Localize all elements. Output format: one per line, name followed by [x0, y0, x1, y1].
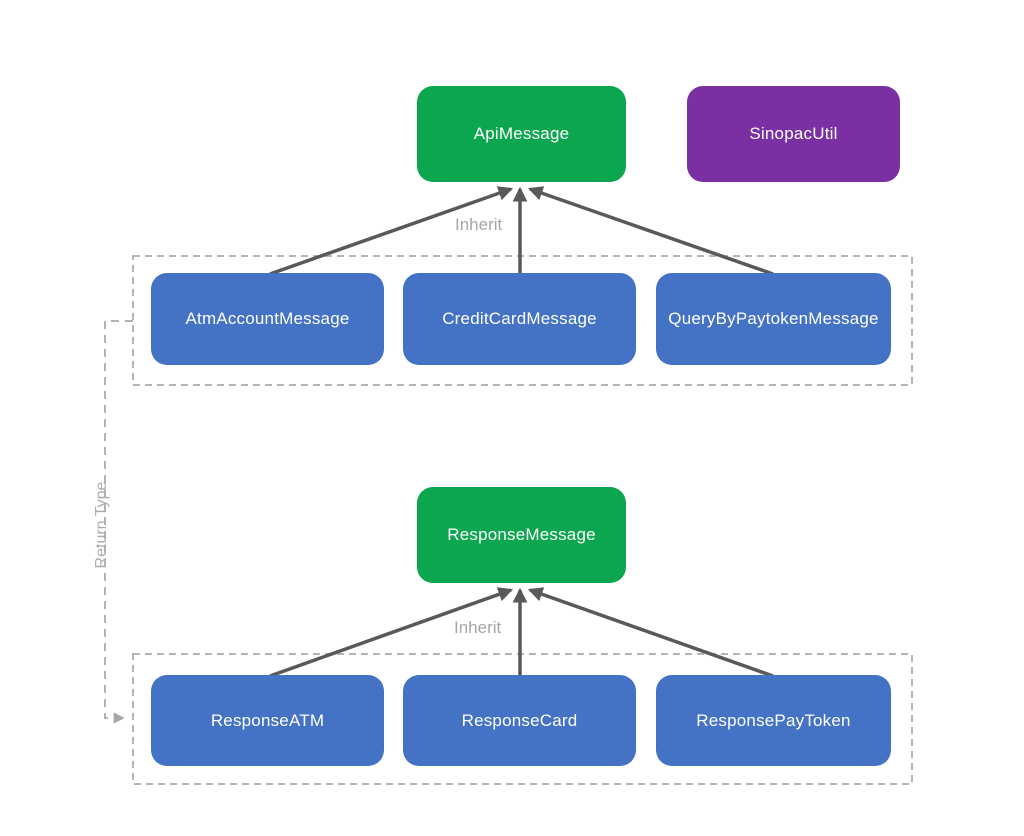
node-responsemessage-label: ResponseMessage — [447, 525, 596, 544]
node-apimessage: ApiMessage — [417, 86, 626, 182]
node-atmaccountmessage: AtmAccountMessage — [151, 273, 384, 365]
inherit-arrow-responsepaytoken-to-responsemessage — [527, 587, 774, 678]
inherit-arrow-responseatm-to-responsemessage — [269, 587, 514, 678]
inherit-label-bottom: Inherit — [454, 618, 502, 637]
node-responsemessage: ResponseMessage — [417, 487, 626, 583]
inherit-arrow-querybypaytoken-to-apimessage — [527, 186, 774, 276]
inherit-label-top: Inherit — [455, 215, 503, 234]
node-responsepaytoken-label: ResponsePayToken — [696, 710, 851, 730]
inherit-arrow-atmaccount-to-apimessage — [269, 186, 514, 276]
return-type-connector — [104, 320, 133, 724]
node-querybypaytokenmessage-label: QueryByPaytokenMessage — [668, 309, 879, 328]
node-responseatm-label: ResponseATM — [210, 710, 325, 730]
response-message-group-border — [132, 653, 913, 785]
node-responsecard: ResponseCard — [403, 675, 636, 766]
node-sinopacutil-label: SinopacUtil — [749, 124, 838, 143]
node-atmaccountmessage-label: AtmAccountMessage — [185, 309, 350, 328]
node-sinopacutil: SinopacUtil — [687, 86, 900, 182]
node-creditcardmessage-label: CreditCardMessage — [442, 309, 597, 328]
node-responseatm: ResponseATM — [151, 675, 384, 766]
node-querybypaytokenmessage: QueryByPaytokenMessage — [656, 273, 891, 365]
node-responsepaytoken: ResponsePayToken — [656, 675, 891, 766]
node-creditcardmessage: CreditCardMessage — [403, 273, 636, 365]
node-apimessage-label: ApiMessage — [473, 124, 570, 143]
request-message-group-border — [132, 255, 913, 386]
node-responsecard-label: ResponseCard — [461, 710, 578, 730]
return-type-label: Return Type — [93, 481, 110, 569]
